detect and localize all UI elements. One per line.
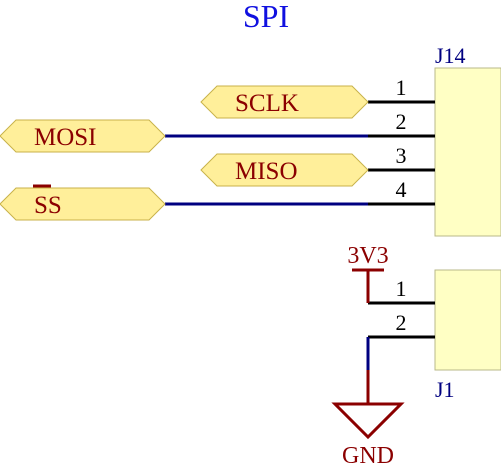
net-label-sclk: SCLK <box>200 85 369 119</box>
j14-pin-3-number: 3 <box>396 143 407 168</box>
net-label-miso-text: MISO <box>235 158 298 185</box>
connector-j14-body <box>434 67 501 237</box>
connector-j1-ref: J1 <box>435 377 455 402</box>
j14-pin-4-number: 4 <box>396 177 407 202</box>
net-label-ss-text: SS <box>34 192 62 219</box>
net-label-mosi-text: MOSI <box>34 124 97 151</box>
net-label-miso-shape <box>200 153 369 187</box>
ground-symbol: GND <box>331 370 405 465</box>
net-label-sclk-text: SCLK <box>235 90 299 117</box>
connector-j1-body <box>434 269 501 371</box>
ground-triangle <box>331 402 405 440</box>
net-label-mosi: MOSI <box>0 119 166 153</box>
net-label-ss-shape <box>0 187 166 221</box>
j14-pin-1-number: 1 <box>396 75 407 100</box>
power-3v3-symbol: 3V3 <box>347 243 389 303</box>
connector-j14-pins <box>368 100 435 206</box>
j14-pin-2-number: 2 <box>396 109 407 134</box>
connector-j14-ref: J14 <box>435 43 466 68</box>
j1-pin-2-number: 2 <box>396 310 407 335</box>
j1-pin-1-number: 1 <box>396 276 407 301</box>
net-label-mosi-shape <box>0 119 166 153</box>
schematic-title: SPI <box>243 0 289 34</box>
net-label-miso: MISO <box>200 153 369 187</box>
power-3v3-label: 3V3 <box>347 243 388 269</box>
net-label-sclk-shape <box>200 85 369 119</box>
net-label-ss: SS <box>0 184 166 221</box>
ground-label: GND <box>342 443 394 465</box>
